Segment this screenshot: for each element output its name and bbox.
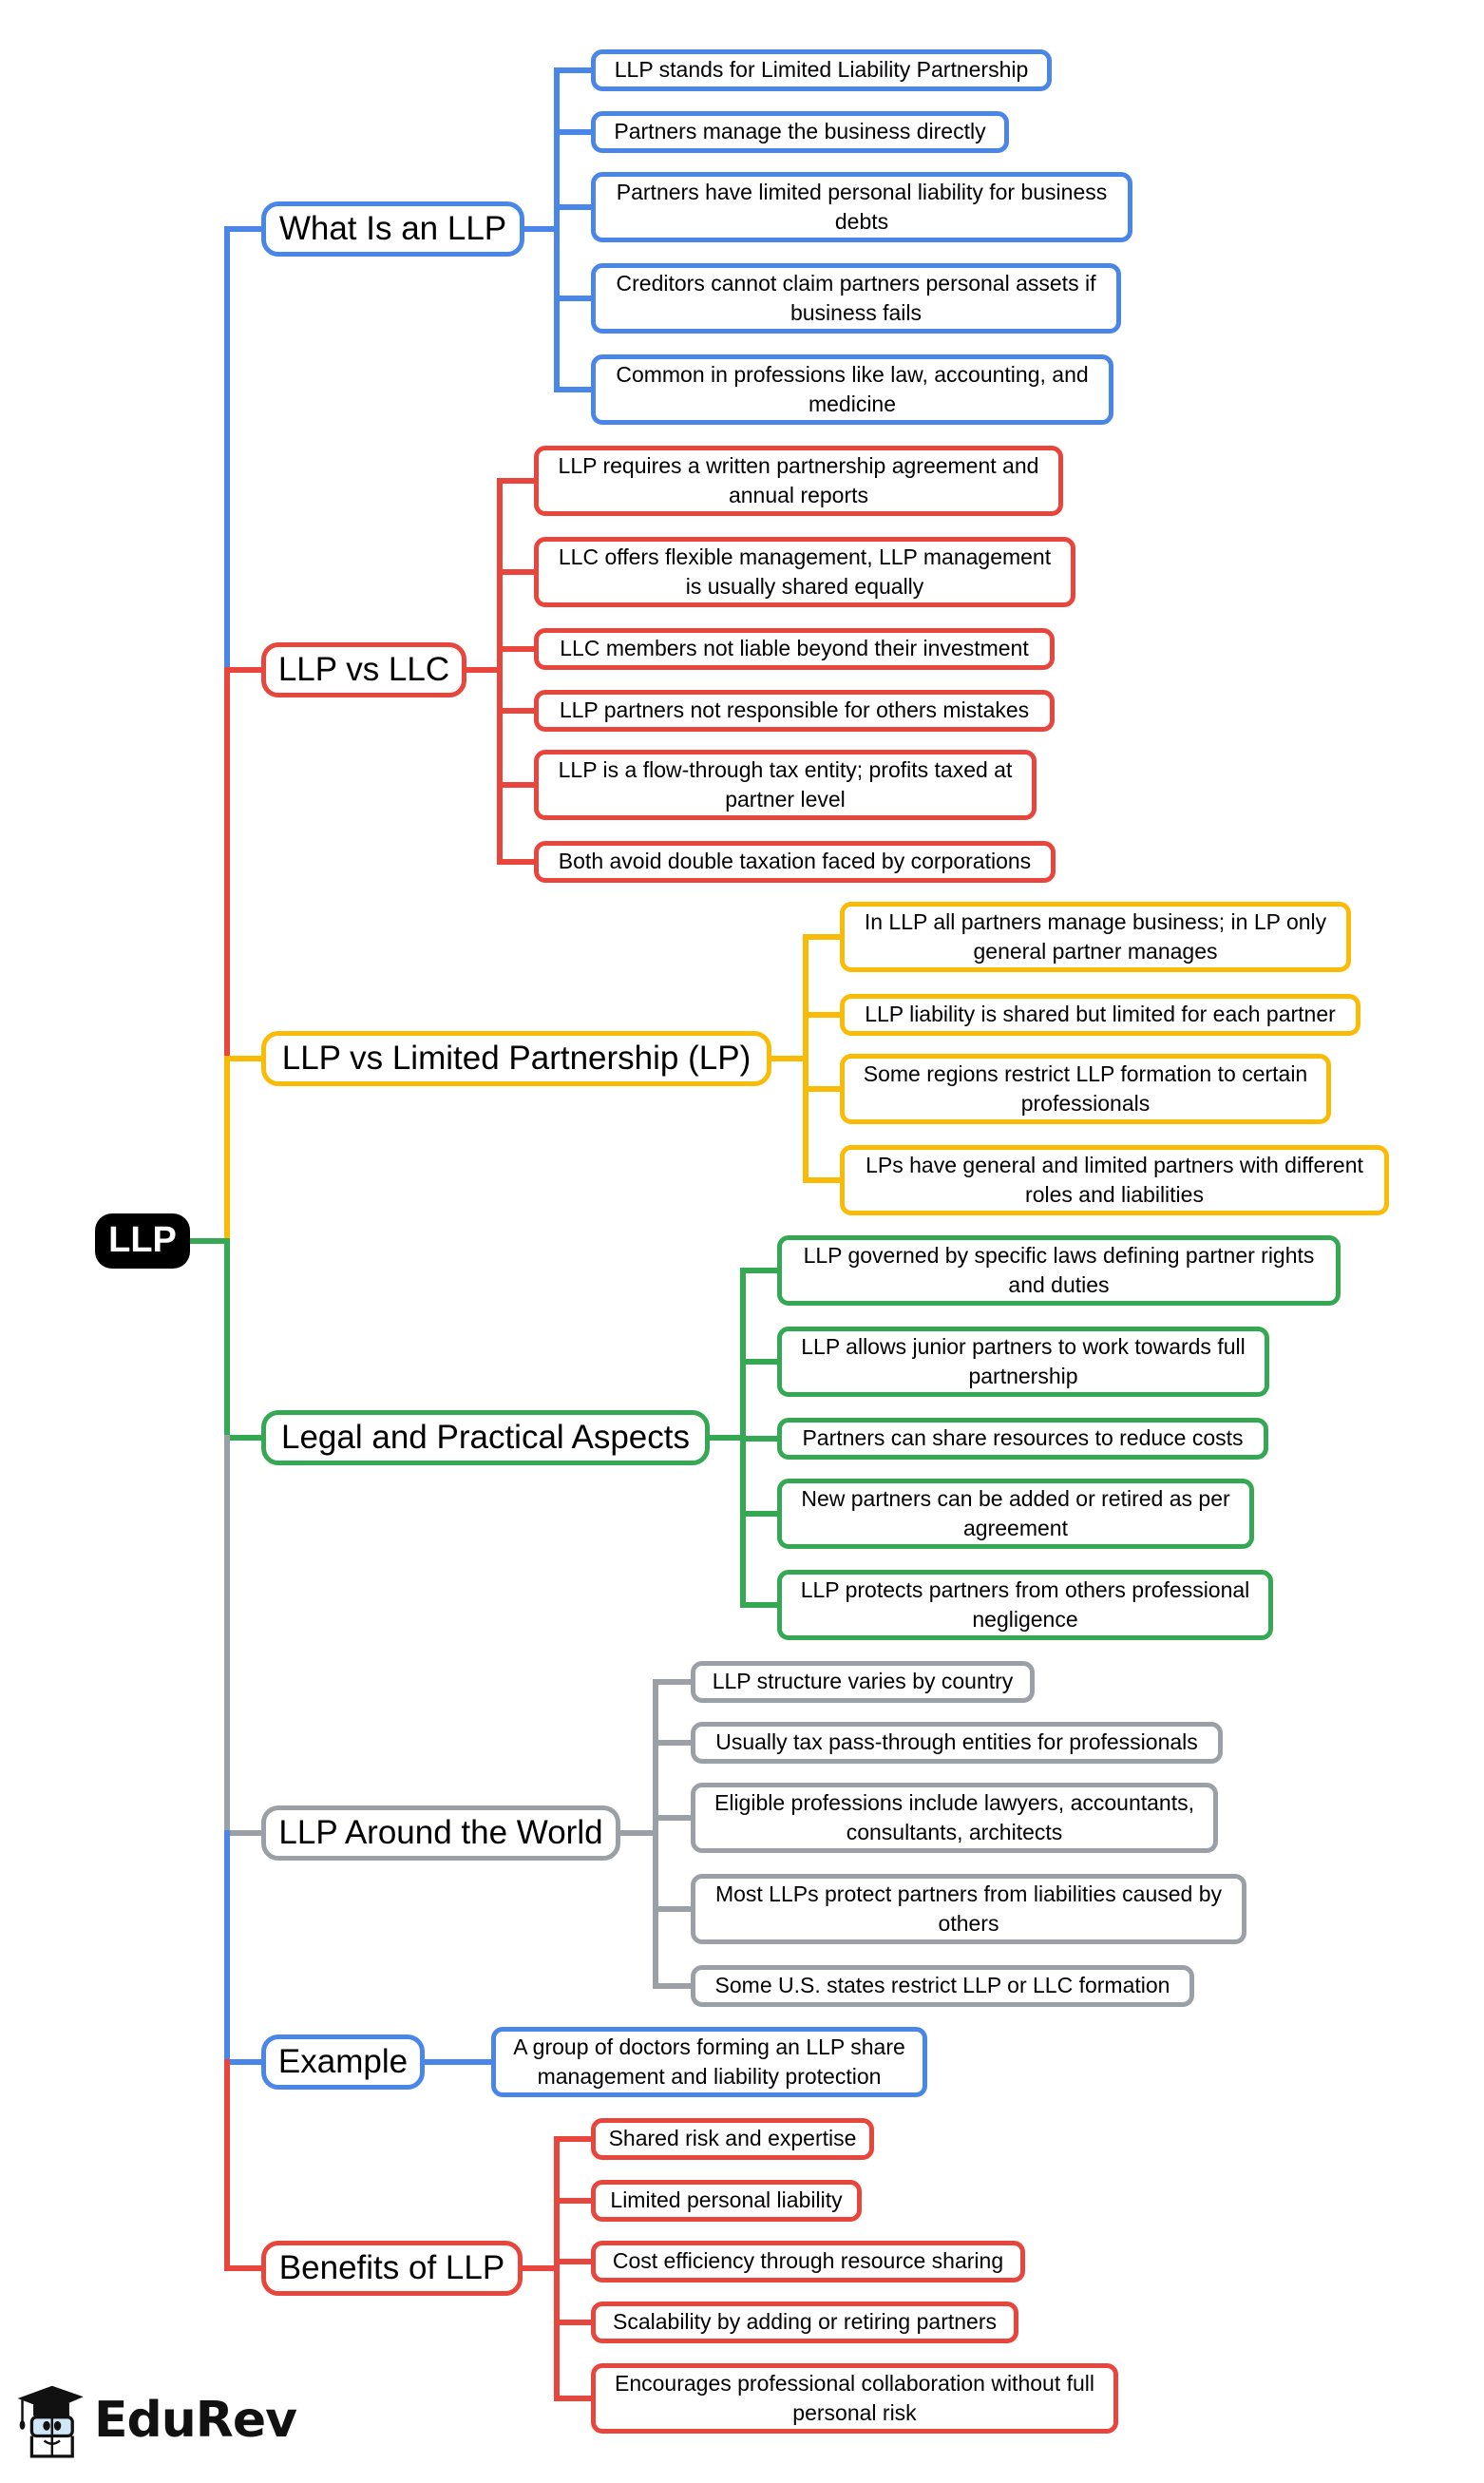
graduation-cap-mascot-icon [17, 2385, 84, 2458]
leaf-node[interactable]: Partners have limited personal liability… [591, 172, 1132, 242]
logo-text: EduRev [94, 2392, 297, 2449]
branch-node[interactable]: Example [261, 2034, 425, 2090]
leaf-node[interactable]: In LLP all partners manage business; in … [840, 902, 1351, 972]
branch-node[interactable]: LLP vs Limited Partnership (LP) [261, 1031, 771, 1086]
leaf-node[interactable]: LLP allows junior partners to work towar… [777, 1327, 1269, 1397]
leaf-node[interactable]: LLP liability is shared but limited for … [840, 994, 1360, 1036]
leaf-node[interactable]: LLP partners not responsible for others … [534, 690, 1055, 732]
leaf-node[interactable]: New partners can be added or retired as … [777, 1479, 1254, 1549]
leaf-node[interactable]: LLP structure varies by country [691, 1661, 1035, 1703]
leaf-node[interactable]: Cost efficiency through resource sharing [591, 2241, 1025, 2282]
leaf-node[interactable]: Creditors cannot claim partners personal… [591, 263, 1121, 334]
branch-node[interactable]: Benefits of LLP [261, 2241, 523, 2296]
leaf-node[interactable]: Partners manage the business directly [591, 111, 1009, 153]
leaf-node[interactable]: Partners can share resources to reduce c… [777, 1418, 1268, 1460]
leaf-node[interactable]: Most LLPs protect partners from liabilit… [691, 1874, 1246, 1944]
leaf-node[interactable]: Encourages professional collaboration wi… [591, 2363, 1118, 2434]
leaf-node[interactable]: LLP governed by specific laws defining p… [777, 1235, 1341, 1306]
leaf-node[interactable]: Some U.S. states restrict LLP or LLC for… [691, 1965, 1194, 2007]
leaf-node[interactable]: Scalability by adding or retiring partne… [591, 2302, 1018, 2343]
leaf-node[interactable]: LLP stands for Limited Liability Partner… [591, 49, 1052, 91]
leaf-node[interactable]: Limited personal liability [591, 2180, 862, 2222]
leaf-node[interactable]: Common in professions like law, accounti… [591, 354, 1113, 425]
leaf-node[interactable]: LLC members not liable beyond their inve… [534, 628, 1055, 670]
branch-node[interactable]: LLP vs LLC [261, 642, 466, 697]
leaf-node[interactable]: A group of doctors forming an LLP share … [491, 2027, 927, 2097]
leaf-node[interactable]: LPs have general and limited partners wi… [840, 1145, 1389, 1215]
root-node[interactable]: LLP [95, 1213, 190, 1269]
edurev-logo: EduRev [11, 2368, 297, 2473]
leaf-node[interactable]: Shared risk and expertise [591, 2118, 874, 2160]
leaf-node[interactable]: LLP requires a written partnership agree… [534, 446, 1063, 516]
leaf-node[interactable]: LLC offers flexible management, LLP mana… [534, 537, 1075, 607]
branch-node[interactable]: LLP Around the World [261, 1805, 620, 1861]
leaf-node[interactable]: LLP is a flow-through tax entity; profit… [534, 750, 1037, 820]
leaf-node[interactable]: Eligible professions include lawyers, ac… [691, 1783, 1218, 1853]
leaf-node[interactable]: LLP protects partners from others profes… [777, 1570, 1273, 1640]
leaf-node[interactable]: Some regions restrict LLP formation to c… [840, 1054, 1331, 1124]
branch-node[interactable]: Legal and Practical Aspects [261, 1410, 710, 1465]
leaf-node[interactable]: Both avoid double taxation faced by corp… [534, 841, 1056, 883]
branch-node[interactable]: What Is an LLP [261, 201, 524, 257]
leaf-node[interactable]: Usually tax pass-through entities for pr… [691, 1722, 1223, 1764]
